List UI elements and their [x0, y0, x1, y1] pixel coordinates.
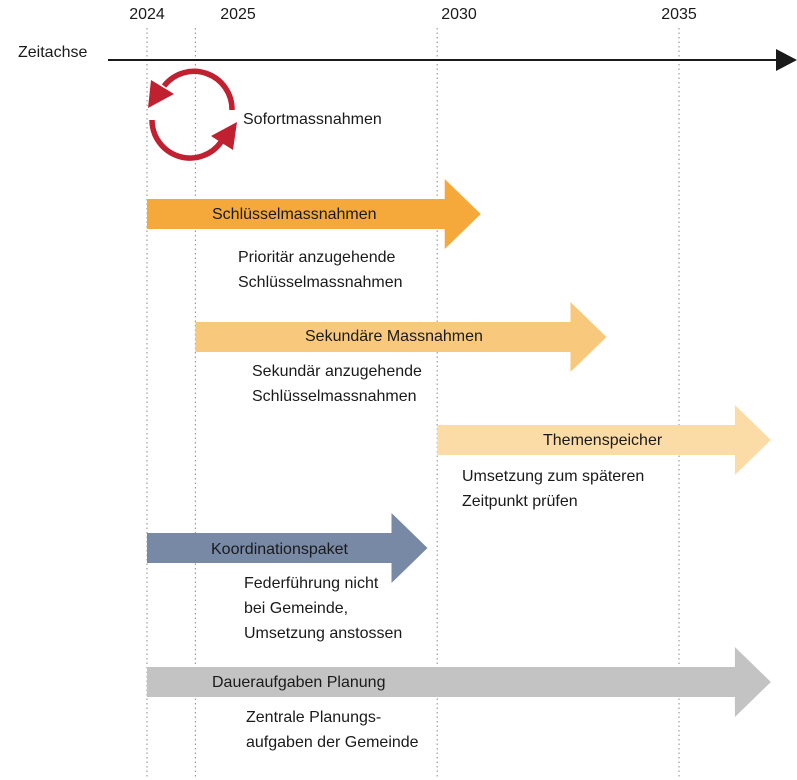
band-desc-schluessel: Prioritär anzugehende Schlüsselmassnahme… — [238, 249, 403, 291]
band-desc-themen: Umsetzung zum späteren Zeitpunkt prüfen — [462, 468, 645, 510]
axis-label: Zeitachse — [18, 44, 88, 61]
band-arrow-themen — [437, 405, 771, 475]
band-desc-dauer: Zentrale Planungs- aufgaben der Gemeinde — [246, 709, 419, 751]
band-arrow-sekundaer — [195, 302, 607, 372]
sofortmassnahmen-label: Sofortmassnahmen — [243, 111, 382, 128]
cycle-arrowhead-left — [148, 80, 174, 108]
band-label-sekundaer: Sekundäre Massnahmen — [305, 328, 483, 345]
cycle-arrowhead-right — [211, 122, 237, 150]
cycle-arc-bottom — [149, 119, 224, 161]
cycle-arrows-icon — [148, 68, 237, 161]
band-label-schluessel: Schlüsselmassnahmen — [212, 206, 377, 223]
band-label-koordination: Koordinationspaket — [211, 541, 348, 558]
band-arrow-schluessel — [147, 179, 481, 249]
year-label-2035: 2035 — [661, 6, 697, 23]
band-label-themen: Themenspeicher — [543, 432, 663, 449]
year-label-2025: 2025 — [220, 6, 256, 23]
cycle-arc-top — [161, 68, 235, 111]
band-desc-sekundaer: Sekundär anzugehende Schlüsselmassnahmen — [252, 363, 422, 405]
band-label-dauer: Daueraufgaben Planung — [212, 674, 386, 691]
axis-arrowhead — [776, 49, 797, 71]
year-label-2030: 2030 — [441, 6, 477, 23]
band-desc-koordination: Federführung nicht bei Gemeinde, Umsetzu… — [244, 575, 403, 642]
band-arrow-koordination — [147, 513, 428, 583]
year-label-2024: 2024 — [129, 6, 165, 23]
band-arrow-dauer — [147, 647, 771, 717]
